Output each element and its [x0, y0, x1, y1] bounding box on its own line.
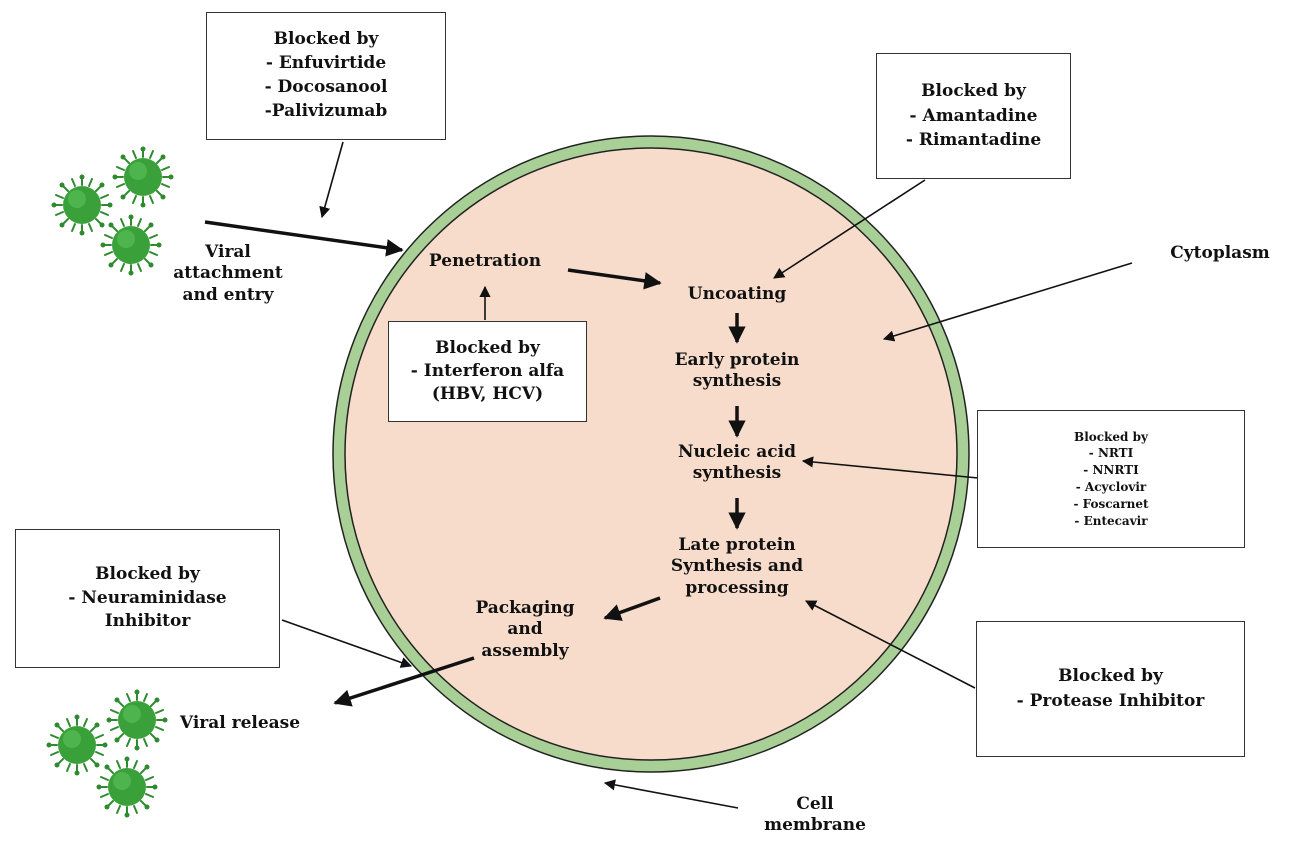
blocked-box-protease: Blocked by - Protease Inhibitor: [976, 621, 1245, 757]
blocked-by-drug: - Acyclovir: [1075, 480, 1147, 494]
blocked-by-heading: Blocked by: [1058, 665, 1163, 686]
step-nucleic-acid-synthesis: Nucleic acid synthesis: [678, 442, 796, 484]
arrow-block-nucleic: [801, 456, 979, 479]
blocked-by-drug: -Palivizumab: [264, 100, 388, 121]
blocked-by-drug: - Entecavir: [1074, 513, 1148, 528]
blocked-box-entry: Blocked by - Enfuvirtide - Docosanool -Pali…: [206, 12, 446, 140]
arrow-block-protease: [805, 600, 976, 689]
blocked-by-drug: - Enfuvirtide: [265, 53, 387, 74]
step-packaging-assembly: Packaging and assembly: [475, 598, 575, 661]
step-penetration: Penetration: [428, 251, 542, 271]
label-cytoplasm: Cytoplasm: [1170, 243, 1270, 263]
virus-icon: [111, 145, 175, 209]
blocked-by-heading: Blocked by: [1074, 429, 1148, 444]
blocked-by-drug: Inhibitor: [104, 611, 191, 632]
virus-icon: [45, 713, 109, 777]
blocked-by-drug: - Docosanool: [264, 77, 388, 97]
cytoplasm-area: [344, 147, 958, 761]
blocked-by-drug: - Interferon alfa: [410, 361, 565, 382]
arrow-block-release: [281, 619, 413, 668]
blocked-box-penetration: Blocked by- Interferon alfa(HBV, HCV): [388, 321, 587, 422]
blocked-by-drug: - Foscarnet: [1073, 496, 1149, 511]
blocked-by-drug: - Protease Inhibitor: [1016, 691, 1205, 711]
blocked-by-drug: - Amantadine: [909, 105, 1038, 126]
arrow-cytoplasm: [882, 262, 1133, 342]
blocked-by-heading: Blocked by: [95, 563, 200, 584]
blocked-by-heading: Blocked by: [921, 81, 1026, 102]
arrow-release: [333, 656, 475, 707]
blocked-by-drug: - NRTI: [1088, 446, 1134, 461]
virus-icon: [95, 755, 159, 819]
blocked-by-drug: (HBV, HCV): [431, 383, 544, 404]
blocked-by-drug: - Rimantadine: [905, 130, 1042, 151]
step-early-protein-synthesis: Early protein synthesis: [674, 350, 800, 392]
step-late-protein-synthesis: Late protein Synthesis and processing: [670, 535, 804, 598]
arrow-entry: [204, 220, 404, 257]
arrow-block-uncoating: [773, 179, 926, 279]
label-viral-attachment: Viral attachment and entry: [173, 242, 283, 305]
arrow-block-entry: [319, 141, 344, 219]
arrow-late-packaging: [603, 596, 661, 621]
blocked-by-heading: Blocked by: [273, 29, 379, 50]
arrow-cell-membrane: [603, 779, 739, 809]
arrow-penetration-uncoating: [567, 268, 662, 290]
blocked-box-uncoating: Blocked by - Amantadine - Rimantadine: [876, 53, 1071, 179]
label-viral-release: Viral release: [179, 713, 301, 733]
blocked-by-heading: Blocked by: [435, 338, 540, 359]
label-cell-membrane: Cell membrane: [764, 794, 866, 836]
virus-icon: [50, 173, 114, 237]
blocked-box-nucleic: Blocked by - NRTI - NNRTI - Acyclovir - Fosc…: [977, 410, 1245, 548]
virus-icon: [105, 688, 169, 752]
step-uncoating: Uncoating: [687, 284, 787, 304]
virus-icon: [99, 213, 163, 277]
blocked-by-drug: - Neuraminidase: [68, 587, 227, 608]
blocked-by-drug: - NNRTI: [1083, 463, 1139, 478]
